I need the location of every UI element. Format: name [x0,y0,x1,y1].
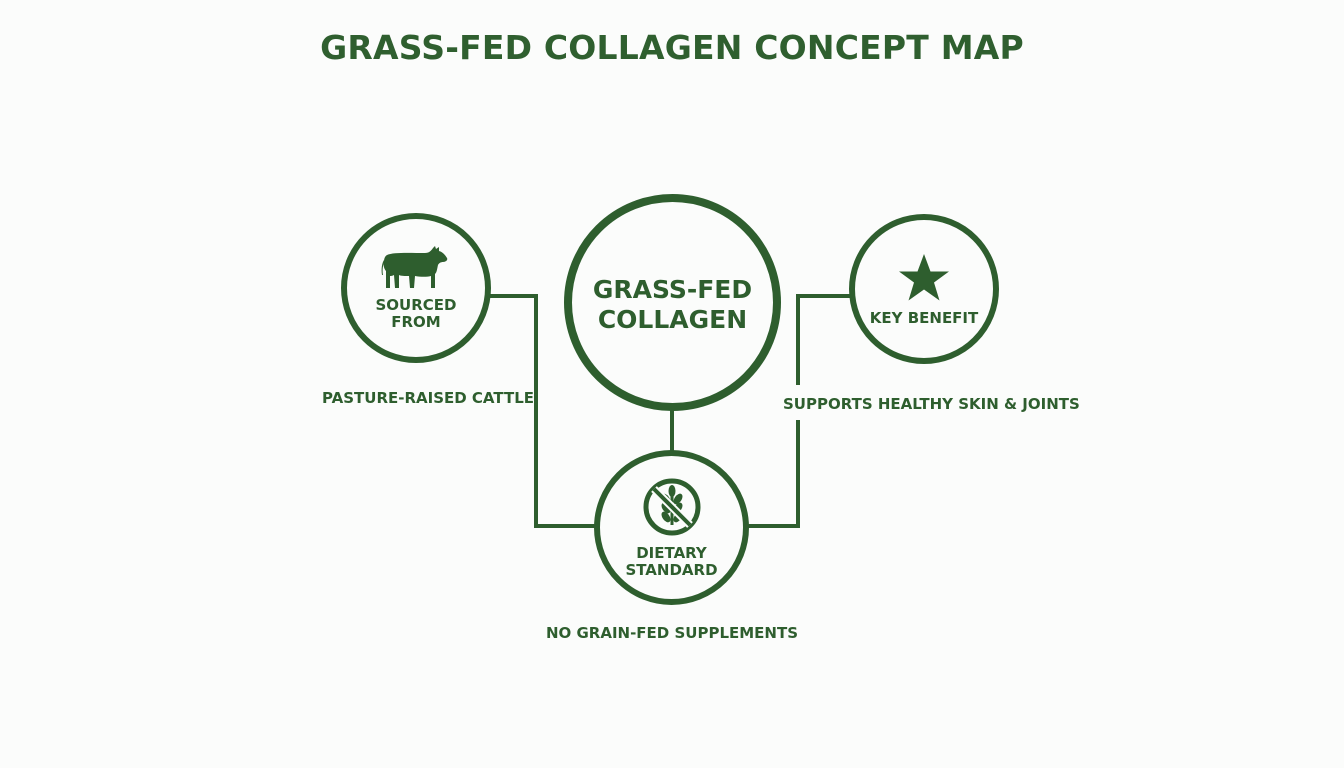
center-node: GRASS-FED COLLAGEN [564,194,781,411]
source-node: SOURCED FROM [341,213,491,363]
no-grain-icon [642,477,702,537]
star-icon [897,252,951,304]
center-node-label: GRASS-FED COLLAGEN [592,274,753,334]
source-node-label: SOURCED FROM [375,296,457,331]
connector-benefit-dietary [796,294,851,385]
cow-icon [381,245,451,291]
source-caption: PASTURE-RAISED CATTLE [322,389,534,407]
dietary-caption: NO GRAIN-FED SUPPLEMENTS [545,624,799,642]
dietary-node-label: DIETARY STANDARD [625,543,718,579]
benefit-node: KEY BENEFIT [849,214,999,364]
page-title: GRASS-FED COLLAGEN CONCEPT MAP [320,28,1024,67]
benefit-node-label: KEY BENEFIT [869,308,979,327]
benefit-caption: SUPPORTS HEALTHY SKIN & JOINTS [783,395,1080,413]
connector-benefit-dietary-lower [747,420,800,528]
dietary-node: DIETARY STANDARD [594,450,749,605]
connector-source-dietary [490,294,598,528]
